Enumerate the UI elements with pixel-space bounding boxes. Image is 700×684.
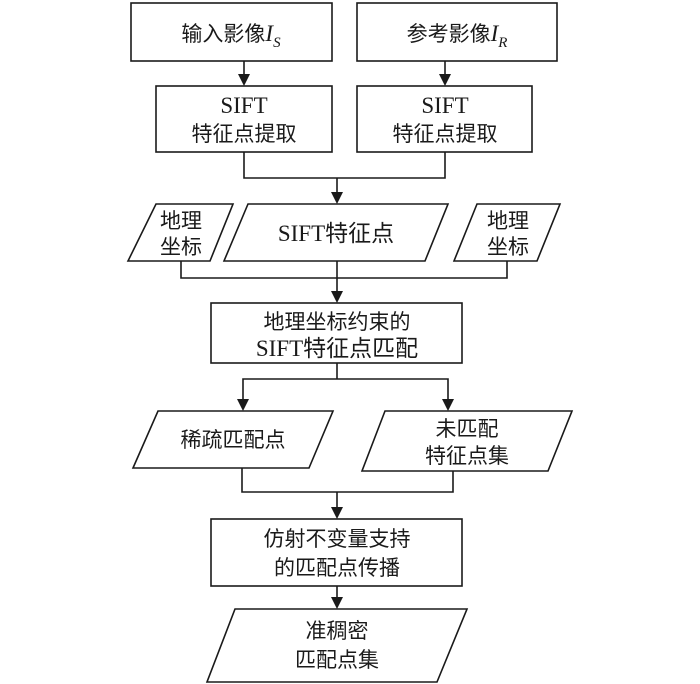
node-label: 参考影像IR bbox=[407, 21, 508, 51]
arrowhead bbox=[238, 74, 250, 86]
node-label: SIFT特征点 bbox=[278, 221, 394, 246]
node-label-line: 地理 bbox=[487, 209, 529, 233]
node-label-line: 地理 bbox=[160, 209, 202, 233]
node-label-line: 特征点提取 bbox=[393, 122, 498, 146]
arrowhead bbox=[442, 399, 454, 411]
node-label-line: SIFT bbox=[220, 93, 267, 118]
node-geo-coords-right: 地理 坐标 bbox=[452, 203, 562, 262]
node-label-line: 地理坐标约束的 bbox=[264, 310, 411, 334]
arrowhead bbox=[237, 399, 249, 411]
node-label-line: 未匹配 bbox=[436, 417, 499, 441]
node-geo-constrained-matching: 地理坐标约束的 SIFT特征点匹配 bbox=[210, 302, 463, 364]
node-affine-propagation: 仿射不变量支持 的匹配点传播 bbox=[210, 518, 463, 587]
node-label-line: 特征点提取 bbox=[192, 122, 297, 146]
edge-sift-merge bbox=[243, 152, 446, 179]
edge-branch-merge bbox=[241, 468, 454, 493]
arrowhead bbox=[439, 74, 451, 86]
edge-split-branches bbox=[242, 378, 449, 399]
node-label-line: 稀疏匹配点 bbox=[181, 428, 286, 452]
node-label-line: SIFT特征点匹配 bbox=[256, 336, 418, 361]
arrowhead bbox=[331, 192, 343, 204]
node-label: 输入影像IS bbox=[181, 21, 281, 51]
edge-geo-merge bbox=[180, 261, 508, 279]
node-quasi-dense-matches: 准稠密 匹配点集 bbox=[205, 608, 469, 683]
arrowhead bbox=[331, 507, 343, 519]
node-sift-extract-left: SIFT 特征点提取 bbox=[155, 85, 333, 153]
node-label-line: SIFT bbox=[421, 93, 468, 118]
node-label-line: 匹配点集 bbox=[295, 648, 379, 672]
node-label-line: 坐标 bbox=[160, 235, 202, 259]
node-sparse-matches: 稀疏匹配点 bbox=[131, 410, 335, 469]
node-geo-coords-left: 地理 坐标 bbox=[126, 203, 235, 262]
node-sift-points: SIFT特征点 bbox=[222, 203, 450, 262]
node-sift-extract-right: SIFT 特征点提取 bbox=[356, 85, 533, 153]
node-reference-image: 参考影像IR bbox=[356, 2, 558, 62]
node-label-line: 仿射不变量支持 bbox=[264, 527, 411, 551]
node-label-line: 特征点集 bbox=[425, 444, 509, 468]
node-label-line: 坐标 bbox=[487, 235, 529, 259]
arrowhead bbox=[331, 291, 343, 303]
node-unmatched-points: 未匹配 特征点集 bbox=[360, 410, 574, 472]
node-input-image: 输入影像IS bbox=[130, 2, 333, 62]
arrowhead bbox=[331, 597, 343, 609]
node-label-line: 的匹配点传播 bbox=[274, 556, 400, 580]
connectors bbox=[180, 61, 508, 609]
node-label-line: 准稠密 bbox=[306, 619, 369, 643]
